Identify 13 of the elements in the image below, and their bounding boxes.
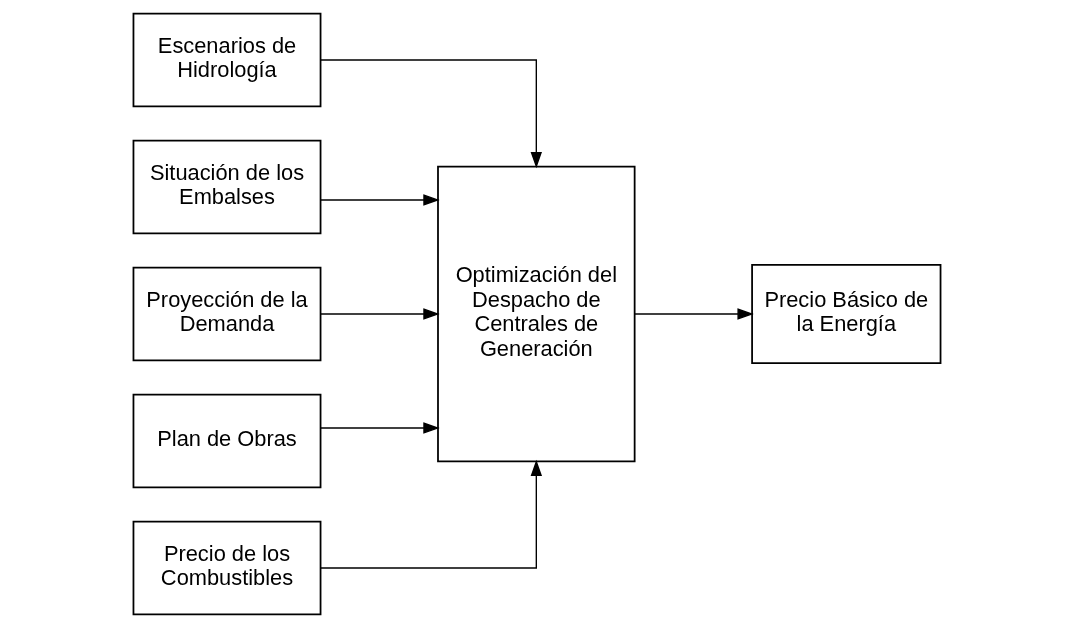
arrow — [319, 459, 543, 569]
arrow — [319, 59, 543, 169]
arrow — [634, 308, 754, 320]
node-box: Proyección de la Demanda — [132, 266, 322, 362]
node-box: Optimización del Despacho de Centrales de Generación — [437, 165, 636, 463]
node-box: Precio de los Combustibles — [132, 520, 322, 616]
arrow — [319, 422, 440, 434]
node-box: Situación de los Embalses — [132, 139, 322, 235]
node-box: Escenarios de Hidrología — [132, 12, 322, 108]
node-box: Precio Básico de la Energía — [751, 263, 942, 365]
node-box: Plan de Obras — [132, 393, 322, 489]
arrow — [319, 194, 440, 206]
arrow — [319, 308, 440, 320]
